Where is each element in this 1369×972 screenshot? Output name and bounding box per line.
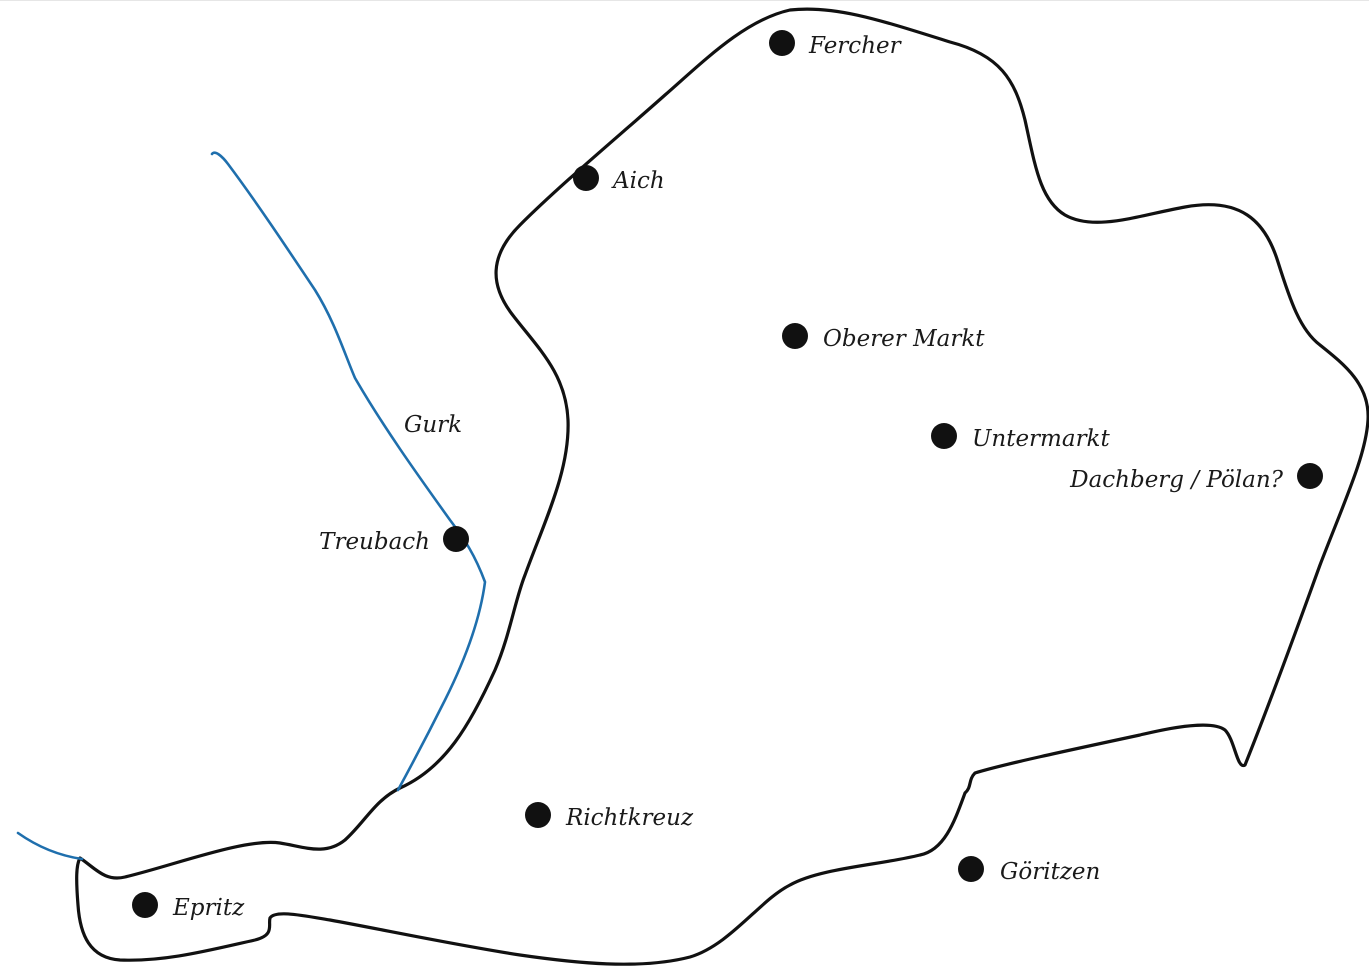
place-label: Richtkreuz — [565, 805, 694, 831]
river-label-gurk: Gurk — [404, 412, 462, 438]
place-treubach: Treubach — [319, 526, 469, 555]
place-marker — [1297, 463, 1323, 489]
place-marker — [573, 165, 599, 191]
place-epritz: Epritz — [132, 892, 245, 921]
place-label: Epritz — [172, 895, 245, 921]
place-label: Treubach — [319, 529, 430, 555]
place-untermarkt: Untermarkt — [931, 423, 1110, 452]
place-marker — [769, 30, 795, 56]
place-marker — [443, 526, 469, 552]
place-marker — [525, 802, 551, 828]
place-label: Untermarkt — [972, 426, 1110, 452]
place-label: Fercher — [808, 33, 903, 59]
place-label: Göritzen — [1000, 859, 1100, 885]
place-richtkreuz: Richtkreuz — [525, 802, 694, 831]
place-label: Oberer Markt — [823, 326, 985, 352]
river-gurk-lower — [16, 831, 84, 861]
place-dachberg: Dachberg / Pölan? — [1069, 463, 1323, 493]
place-marker — [782, 323, 808, 349]
place-marker — [958, 856, 984, 882]
place-aich: Aich — [573, 165, 665, 194]
territory-boundary — [75, 7, 1369, 966]
place-marker — [931, 423, 957, 449]
place-marker — [132, 892, 158, 918]
place-label: Dachberg / Pölan? — [1069, 467, 1284, 493]
place-oberer-markt: Oberer Markt — [782, 323, 985, 352]
place-goeritzen: Göritzen — [958, 856, 1100, 885]
place-fercher: Fercher — [769, 30, 903, 59]
place-label: Aich — [611, 168, 665, 194]
river-gurk-upper — [210, 151, 487, 792]
